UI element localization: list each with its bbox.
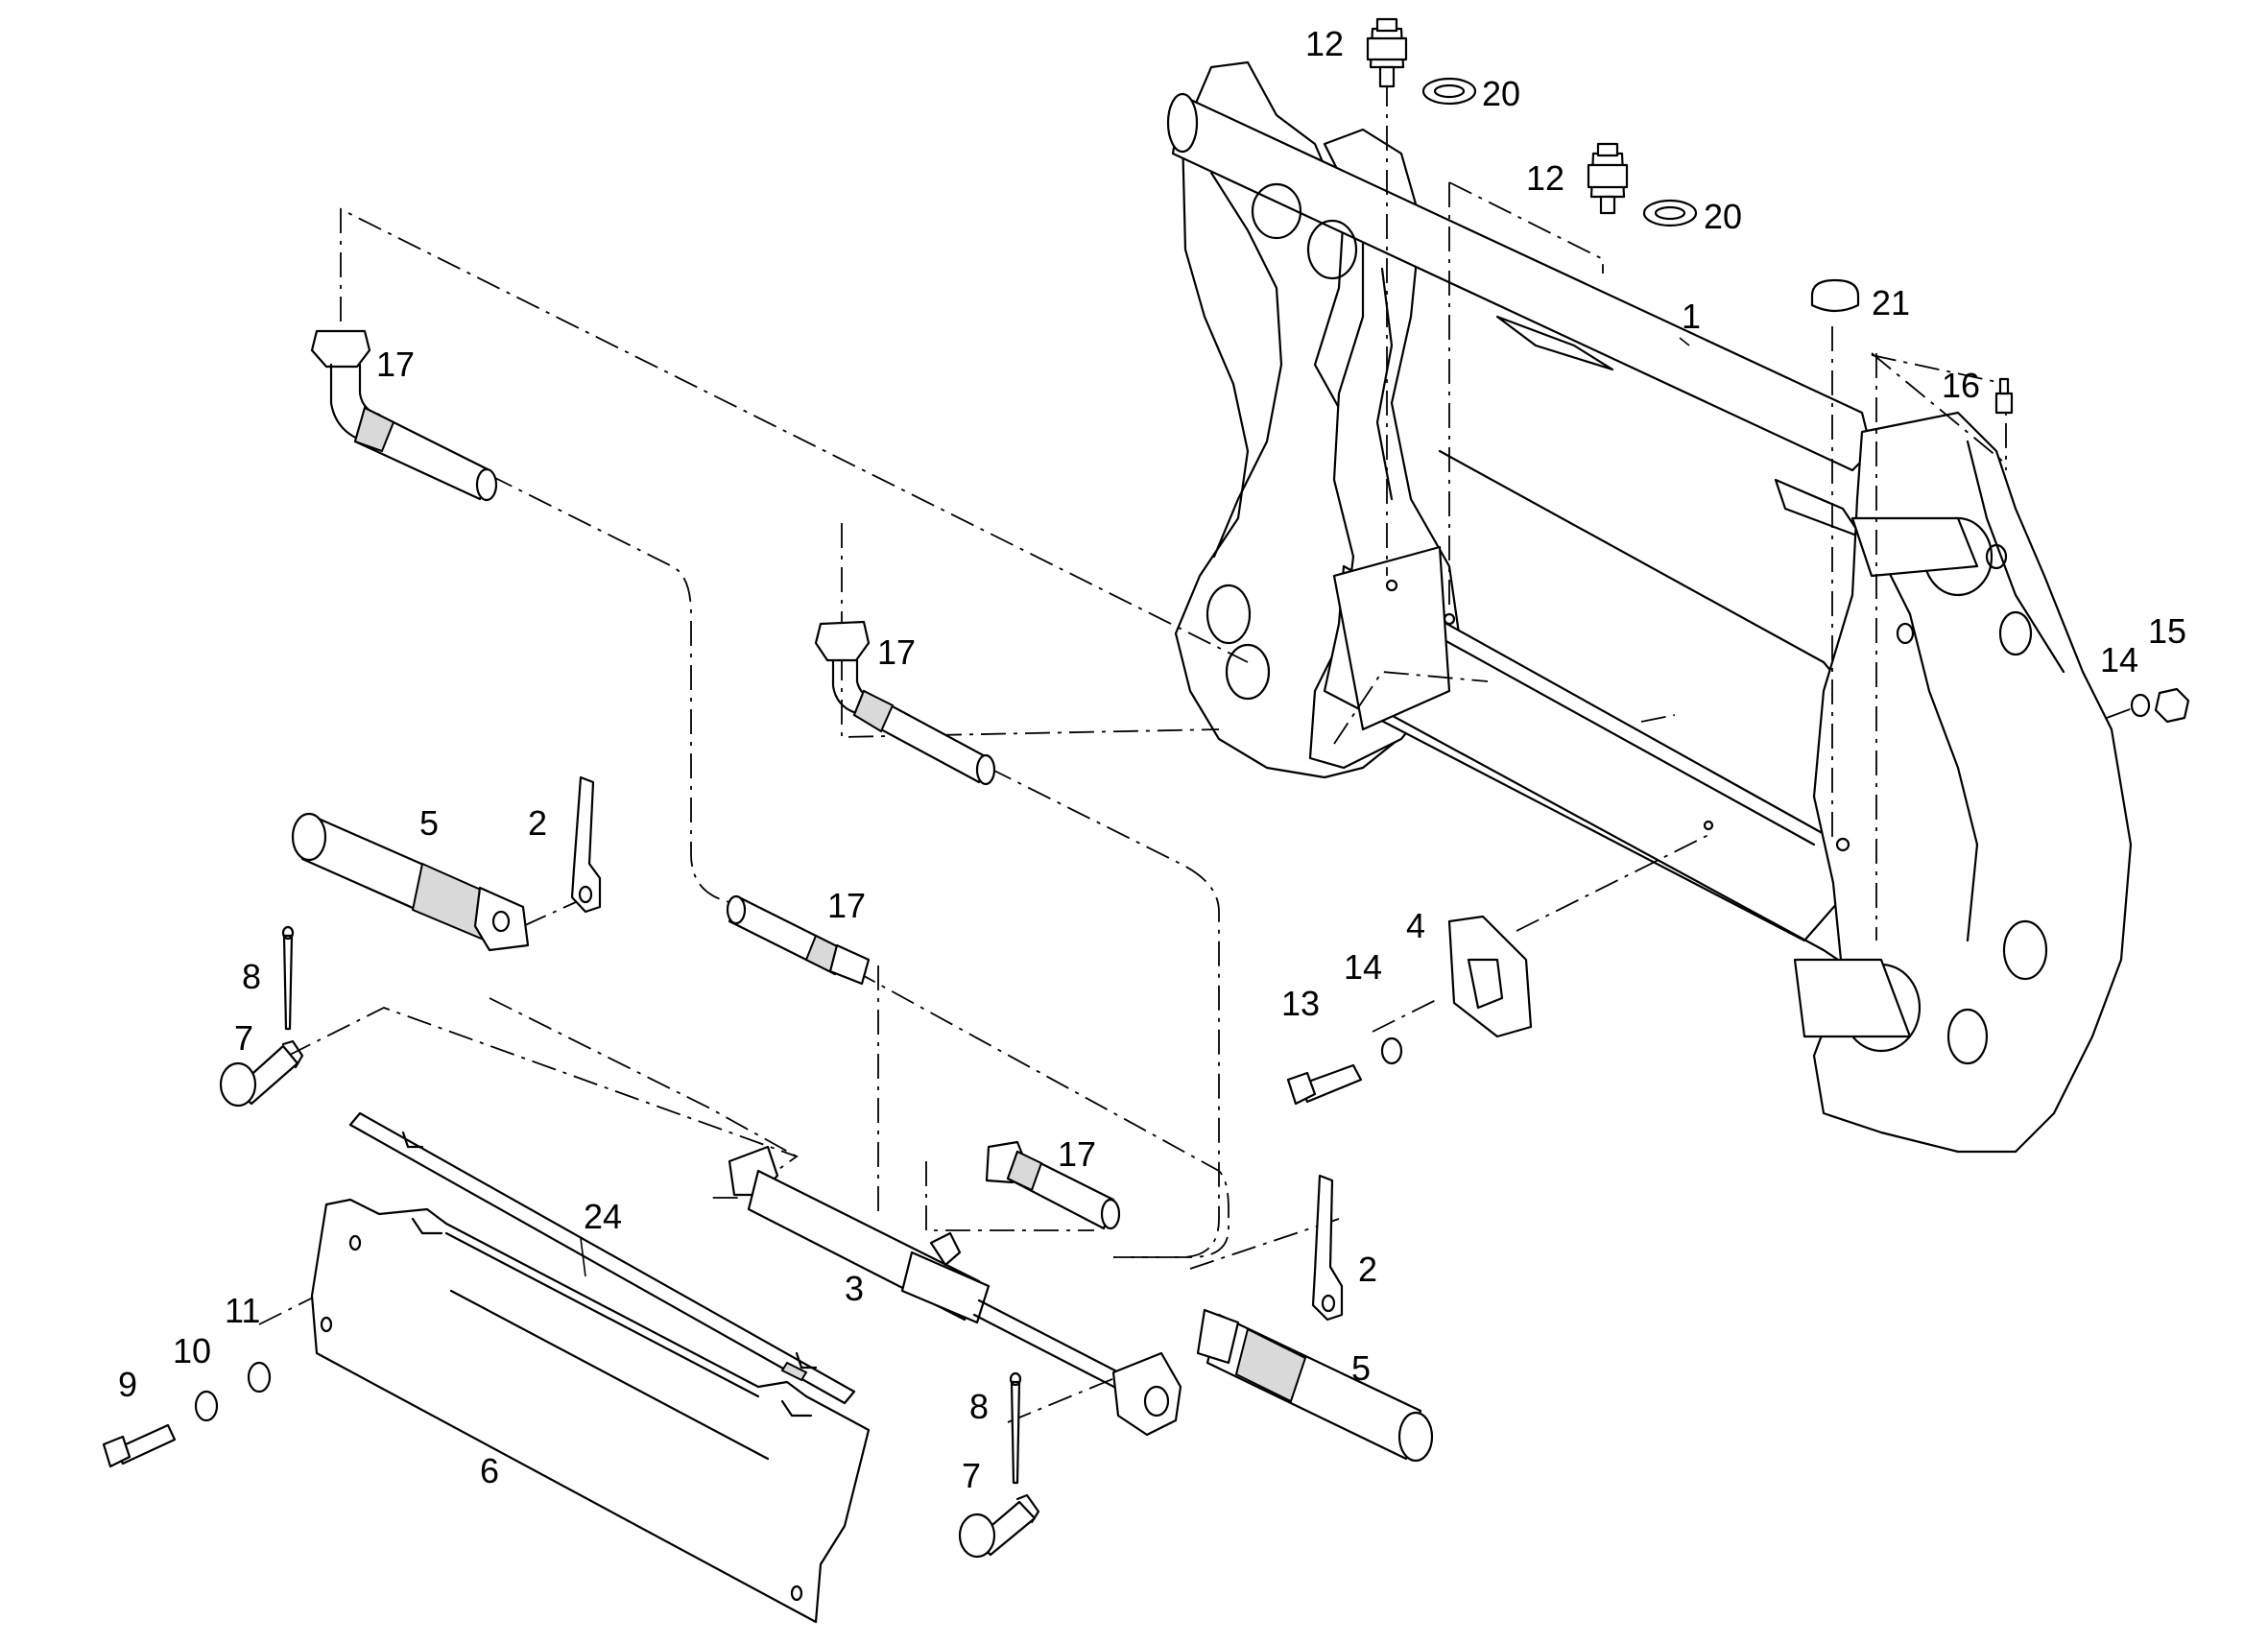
hose-17-right (985, 1140, 1121, 1230)
label-11: 11 (225, 1291, 260, 1330)
label-7-left: 7 (234, 1018, 253, 1058)
hose-17-middle (814, 620, 996, 786)
pin-5-left (291, 812, 530, 952)
label-17-right: 17 (1058, 1134, 1096, 1174)
quick-coupler-frame (1166, 60, 2133, 1154)
grease-nipple-12-upper (1366, 17, 1408, 88)
label-20-lower: 20 (1704, 197, 1742, 236)
lever-2-right (1311, 1174, 1344, 1322)
label-15: 15 (2148, 611, 2186, 651)
label-20-upper: 20 (1482, 74, 1520, 113)
label-17-middle: 17 (877, 632, 916, 672)
grease-nipple-12-lower (1587, 142, 1629, 215)
nut-15 (2154, 687, 2190, 724)
label-12-lower: 12 (1526, 158, 1564, 198)
strip-24 (348, 1111, 856, 1405)
cover-plate-6 (310, 1198, 871, 1624)
label-24: 24 (584, 1197, 622, 1236)
washer-20-upper (1421, 77, 1477, 106)
label-14-right: 14 (2100, 640, 2138, 679)
washer-14-right (2130, 693, 2151, 718)
hose-17-center (726, 894, 871, 986)
cotter-pin-8-left (281, 925, 295, 1031)
bracket-4 (1447, 915, 1533, 1038)
washer-14-left (1380, 1036, 1403, 1065)
label-5-left: 5 (419, 803, 439, 843)
grease-nipple-16 (1994, 377, 2014, 415)
label-2-left: 2 (528, 803, 547, 843)
callout-labels: 1 2 2 3 4 5 5 6 7 7 8 8 9 10 11 12 12 13… (118, 24, 2186, 1495)
pin-5-right (1196, 1308, 1434, 1463)
leader-lines (580, 337, 1690, 1277)
bolt-13 (1286, 1063, 1363, 1106)
label-3: 3 (845, 1269, 864, 1308)
label-4: 4 (1406, 906, 1425, 945)
label-7-right: 7 (962, 1456, 981, 1495)
label-21: 21 (1872, 283, 1910, 322)
label-2-right: 2 (1358, 1250, 1377, 1289)
plug-21 (1810, 278, 1860, 313)
clevis-pin-7-left (219, 1039, 304, 1108)
label-5-right: 5 (1351, 1348, 1371, 1388)
lever-2-left (570, 775, 602, 914)
label-13: 13 (1281, 984, 1320, 1023)
bolt-9 (102, 1423, 177, 1468)
clevis-pin-7-right (958, 1493, 1040, 1559)
label-17-center: 17 (827, 886, 866, 925)
label-17-top-left: 17 (376, 345, 415, 384)
label-10: 10 (173, 1331, 211, 1370)
washer-11 (247, 1361, 272, 1394)
label-9: 9 (118, 1365, 137, 1404)
hose-17-top-left (310, 329, 498, 502)
cotter-pin-8-right (1009, 1371, 1022, 1485)
label-14-left: 14 (1344, 947, 1382, 987)
hydraulic-cylinder-3 (728, 1145, 1182, 1437)
label-12-upper: 12 (1305, 24, 1344, 63)
washer-20-lower (1642, 199, 1698, 227)
label-8-left: 8 (242, 957, 261, 996)
label-1: 1 (1682, 297, 1701, 336)
washer-10 (194, 1390, 219, 1422)
label-8-right: 8 (969, 1387, 989, 1426)
label-6: 6 (480, 1451, 499, 1490)
label-16: 16 (1942, 366, 1980, 405)
assembly-lines (258, 82, 2141, 1423)
